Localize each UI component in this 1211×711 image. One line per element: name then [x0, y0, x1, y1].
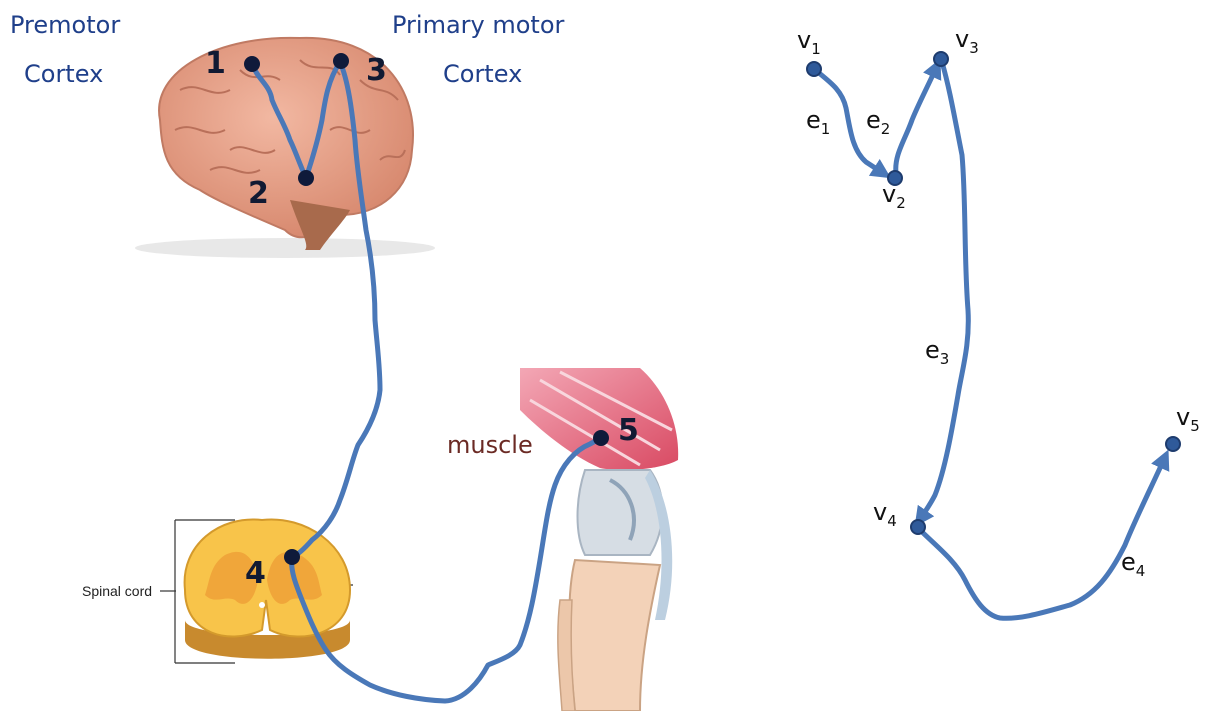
edge-e3 — [918, 62, 968, 522]
vertex-v5-dot — [1166, 437, 1180, 451]
edge-e1-label: e1 — [806, 106, 830, 138]
spinal-cord-label: Spinal cord — [82, 583, 152, 599]
vertex-v1-label: v1 — [797, 26, 821, 58]
primary-motor-cortex-label-line1: Primary motor — [392, 11, 565, 39]
node-3-dot — [333, 53, 349, 69]
vertex-v1-dot — [807, 62, 821, 76]
primary-motor-cortex-label-line2: Cortex — [443, 60, 522, 88]
vertex-v3-dot — [934, 52, 948, 66]
node-2-label: 2 — [248, 176, 269, 211]
vertex-v4-label: v4 — [873, 498, 897, 530]
graph-abstraction — [807, 52, 1180, 618]
node-5-label: 5 — [618, 413, 639, 448]
edge-e4-label: e4 — [1121, 548, 1145, 580]
node-4-dot — [284, 549, 300, 565]
edge-e3-label: e3 — [925, 336, 949, 368]
premotor-cortex-label-line1: Premotor — [10, 11, 120, 39]
spinal-cord-illustration — [160, 519, 353, 663]
edge-e2 — [896, 64, 938, 173]
node-3-label: 3 — [366, 53, 387, 88]
node-1-label: 1 — [205, 46, 226, 81]
node-4-label: 4 — [245, 556, 266, 591]
vertex-v2-label: v2 — [882, 180, 906, 212]
brain-illustration — [135, 38, 435, 258]
vertex-v3-label: v3 — [955, 25, 979, 57]
premotor-cortex-label-line2: Cortex — [24, 60, 103, 88]
node-2-dot — [298, 170, 314, 186]
edge-e4 — [918, 455, 1166, 618]
edge-e2-label: e2 — [866, 106, 890, 138]
vertex-v5-label: v5 — [1176, 403, 1200, 435]
muscle-label: muscle — [447, 431, 533, 459]
node-5-dot — [593, 430, 609, 446]
node-1-dot — [244, 56, 260, 72]
vertex-v4-dot — [911, 520, 925, 534]
